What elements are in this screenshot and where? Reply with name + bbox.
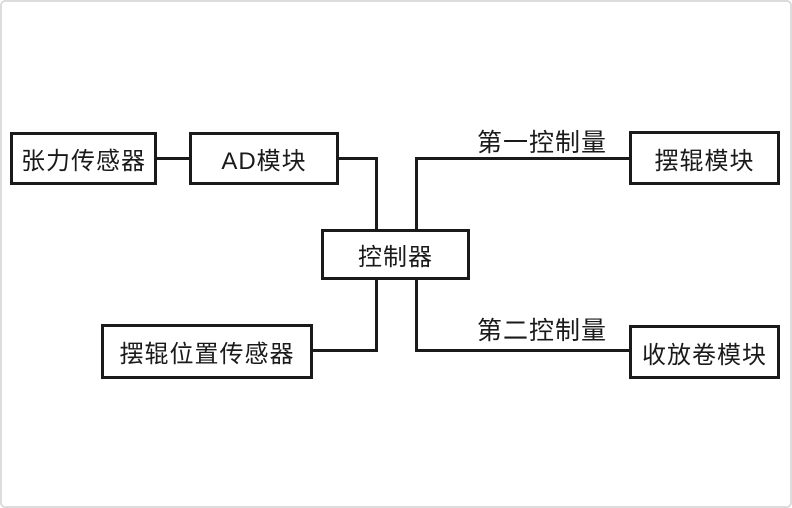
connector-tension-to-ad: [157, 157, 189, 160]
edge-label-first-control-quantity: 第一控制量: [476, 129, 607, 157]
connector-position-sensor-to-controller-vertical: [375, 280, 378, 352]
node-tension-sensor: 张力传感器: [10, 132, 157, 185]
connector-ad-to-controller-vertical: [375, 157, 378, 229]
connector-controller-to-pendulum-roller-horizontal: [415, 157, 629, 160]
node-winding-module: 收放卷模块: [629, 325, 780, 379]
connector-controller-to-pendulum-roller-vertical: [415, 157, 418, 229]
node-pendulum-position-sensor: 摆辊位置传感器: [101, 324, 313, 379]
node-pendulum-roller-module: 摆辊模块: [629, 131, 780, 185]
connector-controller-to-winding-horizontal: [415, 349, 629, 352]
node-ad-module: AD模块: [189, 132, 339, 185]
connector-ad-to-controller-horizontal: [339, 157, 378, 160]
edge-label-second-control-quantity: 第二控制量: [476, 317, 607, 345]
connector-position-sensor-to-controller-horizontal: [313, 349, 378, 352]
connector-controller-to-winding-vertical: [415, 280, 418, 352]
node-controller: 控制器: [321, 229, 470, 280]
